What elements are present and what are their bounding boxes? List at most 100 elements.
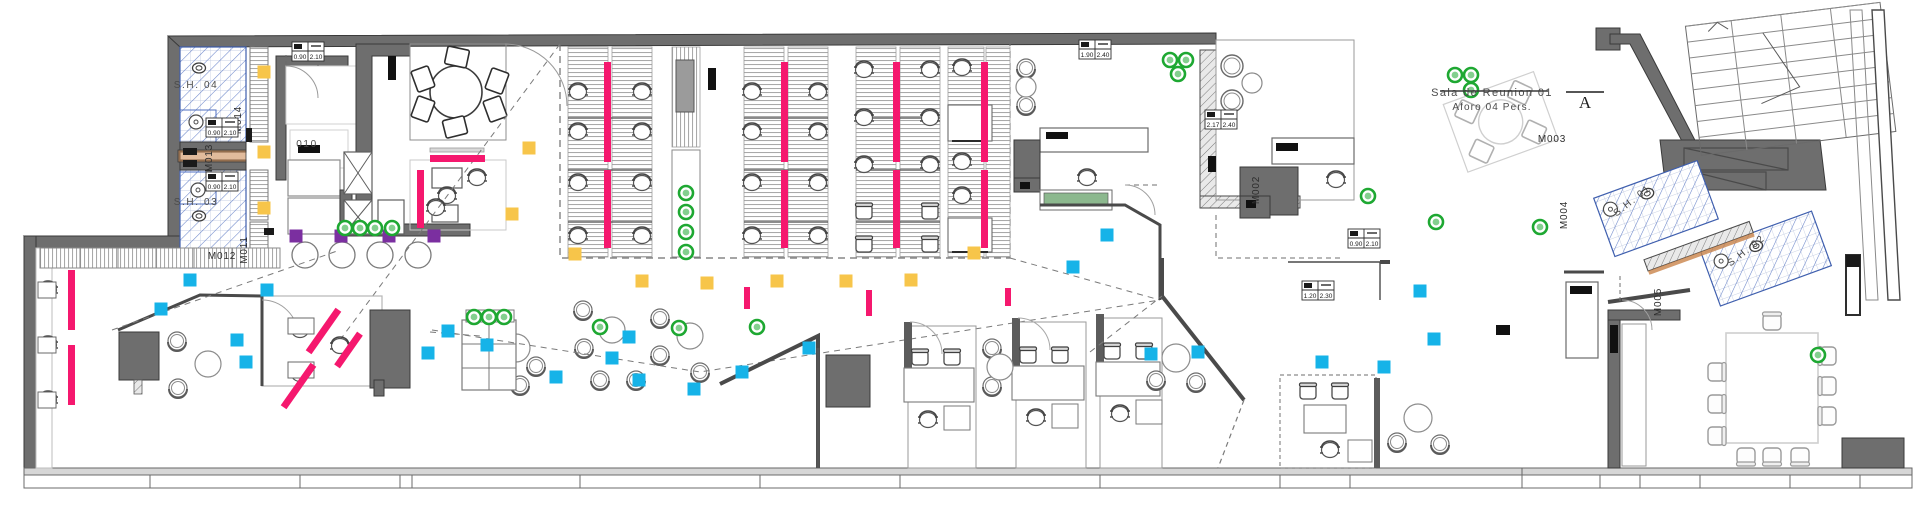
magenta-partition-strip: [1005, 288, 1011, 306]
purple-zone-marker: [427, 229, 441, 243]
cyan-zone-marker: [1191, 345, 1205, 359]
door-code-tag: M013: [204, 144, 215, 172]
plant-icon: [1174, 70, 1182, 78]
cyan-zone-marker: [802, 341, 816, 355]
magenta-strip-layer: [68, 62, 1011, 410]
magenta-partition-strip: [893, 170, 900, 248]
dim-height-value: 2.10: [224, 184, 237, 191]
amber-zone-marker: [568, 247, 582, 261]
right-core-block: [1199, 1, 1901, 316]
plant-icon: [485, 313, 493, 321]
cyan-zone-marker: [549, 370, 563, 384]
plant-icon: [753, 323, 761, 331]
cyan-zone-marker: [735, 365, 749, 379]
door-code-tag: M011: [239, 236, 250, 263]
cyan-zone-marker: [441, 324, 455, 338]
amber-zone-marker: [505, 207, 519, 221]
cyan-zone-marker: [230, 333, 244, 347]
dim-width-value: 0.90: [1350, 241, 1363, 248]
dim-width-value: 0.90: [208, 130, 221, 137]
door-code-tag: M003: [1538, 134, 1566, 145]
plant-icon: [682, 208, 690, 216]
dim-height-value: 2.40: [1097, 52, 1110, 59]
conference-room-right: [1564, 270, 1905, 469]
plant-icon: [500, 313, 508, 321]
dim-width-value: 0.90: [294, 54, 307, 61]
plant-icon: [1467, 71, 1475, 79]
plan-annotations: Sala de Reunion 01 Aforo 04 Pers. A: [1431, 87, 1604, 113]
door-code-tag: M012: [208, 251, 236, 262]
lounge-area-right: [1013, 58, 1162, 300]
dim-width-value: 1.20: [1304, 293, 1317, 300]
plant-icon: [682, 228, 690, 236]
dim-height-value: 2.40: [1223, 122, 1236, 129]
magenta-partition-strip: [604, 170, 611, 248]
open-plan-workstations: [339, 43, 1161, 341]
amber-zone-marker: [257, 65, 271, 79]
magenta-partition-strip: [781, 62, 788, 162]
magenta-partition-strip: [305, 307, 342, 355]
plant-icon: [1814, 351, 1822, 359]
cyan-zone-marker: [632, 373, 646, 387]
small-office-left: [409, 159, 507, 231]
magenta-partition-strip: [781, 170, 788, 248]
cyan-zone-marker: [260, 283, 274, 297]
plant-icon: [371, 224, 379, 232]
cyan-zone-marker: [183, 273, 197, 287]
plant-icon: [356, 224, 364, 232]
cyan-zone-marker: [687, 382, 701, 396]
plant-marker-layer: [336, 51, 1827, 364]
cyan-zone-marker: [1066, 260, 1080, 274]
amber-marker-layer: [257, 65, 981, 290]
magenta-partition-strip: [417, 170, 424, 228]
plant-icon: [341, 224, 349, 232]
plant-icon: [596, 323, 604, 331]
cyan-zone-marker: [480, 338, 494, 352]
room-code-label: 010: [296, 139, 318, 150]
magenta-partition-strip: [334, 331, 363, 369]
magenta-partition-strip: [981, 62, 988, 162]
magenta-partition-strip: [981, 170, 988, 248]
plant-icon: [470, 313, 478, 321]
cyan-zone-marker: [239, 355, 253, 369]
cyan-zone-marker: [154, 302, 168, 316]
cyan-zone-marker: [1144, 347, 1158, 361]
plant-icon: [682, 189, 690, 197]
plant-icon: [1451, 71, 1459, 79]
amber-zone-marker: [522, 141, 536, 155]
plant-icon: [1364, 192, 1372, 200]
north-arrow-label: A: [1579, 93, 1592, 112]
dim-height-value: 2.30: [1320, 293, 1333, 300]
dim-width-value: 1.90: [1081, 52, 1094, 59]
amber-zone-marker: [635, 274, 649, 288]
amber-zone-marker: [967, 246, 981, 260]
plant-icon: [1182, 56, 1190, 64]
cyan-zone-marker: [1377, 360, 1391, 374]
plant-icon: [388, 224, 396, 232]
door-code-tag: M005: [1653, 288, 1664, 316]
magenta-partition-strip: [430, 155, 485, 162]
door-code-tag: M014: [233, 106, 244, 134]
room-code-label: S.H. 04: [174, 80, 219, 91]
cyan-zone-marker: [622, 330, 636, 344]
amber-zone-marker: [700, 276, 714, 290]
purple-zone-marker: [289, 229, 303, 243]
magenta-partition-strip: [604, 62, 611, 162]
cyan-zone-marker: [605, 351, 619, 365]
cyan-zone-marker: [1100, 228, 1114, 242]
magenta-partition-strip: [744, 287, 750, 309]
door-code-tag: M002: [1251, 176, 1262, 204]
room-code-label: S.H. 03: [174, 197, 219, 208]
magenta-partition-strip: [866, 290, 872, 316]
dim-width-value: 0.90: [208, 184, 221, 191]
dim-height-value: 2.10: [1366, 241, 1379, 248]
room-capacity-label: Aforo 04 Pers.: [1452, 102, 1531, 113]
